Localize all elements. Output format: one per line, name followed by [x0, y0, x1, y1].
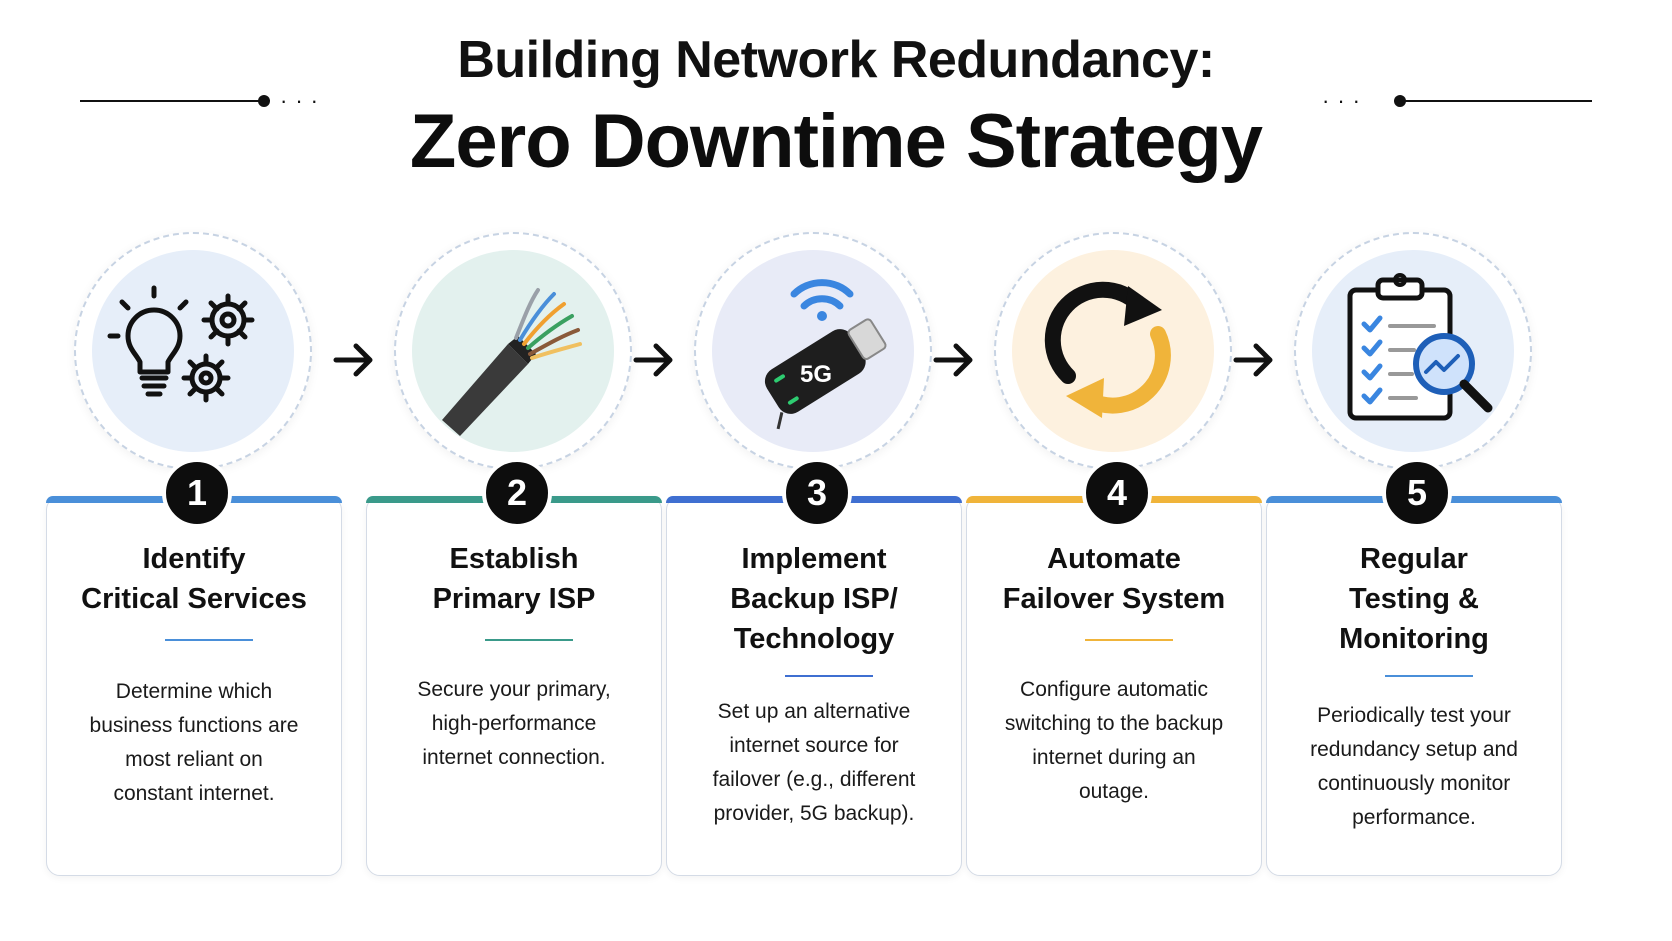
step-2-title: Establish Primary ISP [432, 543, 596, 615]
step-4-separator [1085, 639, 1173, 641]
arrow-right-icon [333, 343, 373, 377]
step-2-separator [485, 639, 573, 641]
step-5: 5 Regular Testing & Monitoring Periodica… [1266, 232, 1562, 882]
step-4-description: Configure automatic switching to the bac… [1004, 678, 1224, 803]
arrow-right-icon [633, 343, 673, 377]
title-line-1: Building Network Redundancy: [457, 31, 1215, 89]
step-2-icon-ring [394, 232, 632, 470]
lightbulb-gears-icon [107, 285, 255, 403]
clipboard-magnifier-icon [1347, 273, 1493, 421]
step-5-badge: 5 [1382, 458, 1452, 528]
step-2-description: Secure your primary, high-performance in… [417, 678, 611, 769]
step-5-card: Regular Testing & Monitoring Periodicall… [1266, 496, 1562, 876]
step-3-description: Set up an alternative internet source fo… [712, 700, 916, 825]
step-3: 5G 3 Implement Backup ISP/ Technology Se… [666, 232, 962, 882]
arrow-right-icon [933, 343, 973, 377]
step-3-card: Implement Backup ISP/ Technology Set up … [666, 496, 962, 876]
step-1-separator [165, 639, 253, 641]
5g-usb-modem-icon: 5G [764, 279, 887, 430]
step-4-title: Automate Failover System [1002, 543, 1226, 615]
step-4-card: Automate Failover System Configure autom… [966, 496, 1262, 876]
header: ··· Building Network Redundancy: Zero Do… [0, 0, 1672, 200]
step-3-title: Implement Backup ISP/ Technology [730, 543, 898, 655]
arrow-right-icon [1233, 343, 1273, 377]
step-5-description: Periodically test your redundancy setup … [1310, 704, 1518, 829]
ethernet-cable-icon [442, 288, 582, 436]
step-4-icon-ring [994, 232, 1232, 470]
step-5-icon-disc [1312, 250, 1514, 452]
left-rule-dot [258, 95, 270, 107]
step-1-badge: 1 [162, 458, 232, 528]
right-decorative-rule [1400, 100, 1592, 102]
5g-label: 5G [800, 361, 832, 388]
step-5-separator [1385, 675, 1473, 677]
step-3-icon-disc: 5G [712, 250, 914, 452]
right-rule-dots: ··· [1322, 88, 1368, 113]
step-1-card: Identify Critical Services Determine whi… [46, 496, 342, 876]
step-2: 2 Establish Primary ISP Secure your prim… [366, 232, 662, 882]
sync-arrows-icon [1044, 281, 1171, 418]
step-5-title: Regular Testing & Monitoring [1339, 543, 1489, 655]
step-1-title: Identify Critical Services [81, 543, 307, 615]
step-3-separator [785, 675, 873, 677]
step-5-icon-ring [1294, 232, 1532, 470]
title-line-2: Zero Downtime Strategy [409, 99, 1263, 184]
step-1-description: Determine which business functions are m… [89, 680, 299, 805]
step-1: 1 Identify Critical Services Determine w… [46, 232, 342, 882]
step-4-icon-disc [1012, 250, 1214, 452]
step-2-card: Establish Primary ISP Secure your primar… [366, 496, 662, 876]
step-3-icon-ring: 5G [694, 232, 932, 470]
left-rule-dots: ··· [280, 88, 326, 113]
step-4: 4 Automate Failover System Configure aut… [966, 232, 1262, 882]
left-decorative-rule [80, 100, 265, 102]
step-3-badge: 3 [782, 458, 852, 528]
step-1-icon-ring [74, 232, 312, 470]
step-2-icon-disc [412, 250, 614, 452]
step-1-icon-disc [92, 250, 294, 452]
step-4-badge: 4 [1082, 458, 1152, 528]
step-2-badge: 2 [482, 458, 552, 528]
